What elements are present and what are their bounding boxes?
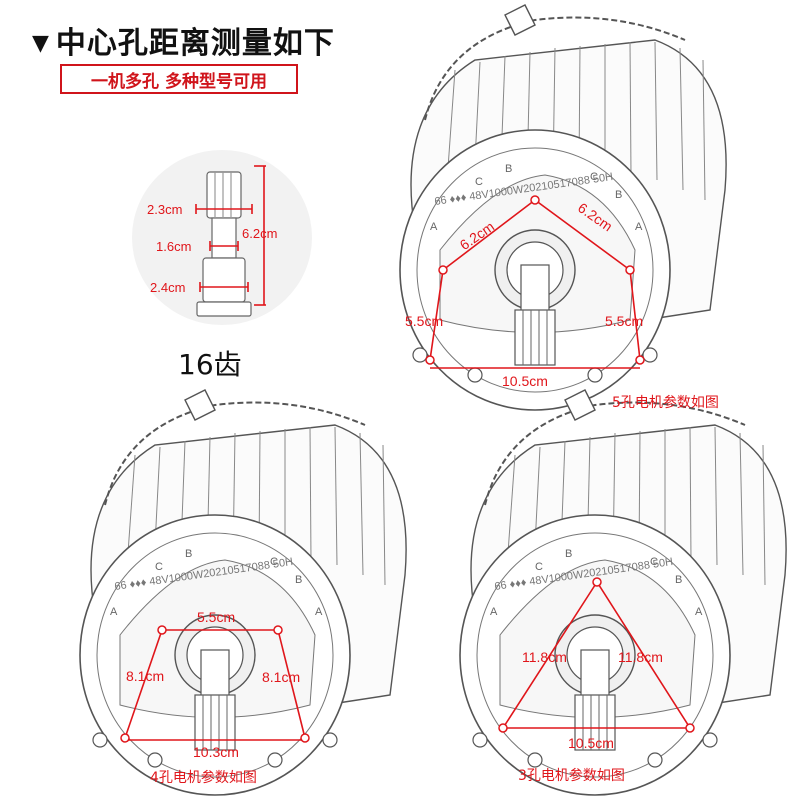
motor-5-caption: 5孔电机参数如图 [612,395,719,411]
motor-4-caption: 4孔电机参数如图 [150,770,257,786]
motor-3-right-label: 11.8cm [618,649,663,665]
shaft-dimension-lines [195,165,266,306]
output-shaft-drawing [196,171,252,317]
shaft-dim-bottom-label: 2.4cm [150,280,185,295]
shaft-dim-mid-label: 1.6cm [156,239,191,254]
motor-5-bottom-label: 10.5cm [502,373,548,389]
motor-4-bottom-label: 10.3cm [193,744,239,760]
motor-5-hole-drawing: 66 ♦♦♦ 48V1000W20210517088 50H [399,4,728,411]
shaft-dim-top-label: 2.3cm [147,202,182,217]
compatibility-badge: 一机多孔 多种型号可用 [60,64,298,94]
motor-5-left-label: 5.5cm [405,313,443,329]
motor-4-dimension-lines [124,629,306,741]
shaft-dim-total-label: 6.2cm [242,226,277,241]
motor-3-holes [498,577,695,733]
motor-4-right-label: 8.1cm [262,669,300,685]
motor-3-hole-drawing: 66 ♦♦♦ 48V1000W20210517088 50H [459,389,788,796]
motor-5-right-label: 5.5cm [605,313,643,329]
page-title-text: 中心孔距离测量如下 [55,26,335,61]
motor-4-hole-drawing: 66 ♦♦♦ 48V1000W20210517088 50H [79,389,408,796]
motor-3-dimension-lines [501,580,692,729]
motor-4-top-label: 5.5cm [197,609,235,625]
motor-4-holes [120,625,310,743]
teeth-count-label: 16齿 [178,348,242,381]
motor-5-holes [425,195,645,365]
motor-3-left-label: 11.8cm [522,649,567,665]
page-title: ▼中心孔距离测量如下 [32,18,335,62]
motor-3-caption: 3孔电机参数如图 [518,768,625,784]
motor-4-left-label: 8.1cm [126,668,164,684]
motor-3-bottom-label: 10.5cm [568,735,614,751]
triangle-marker-icon: ▼ [32,31,50,56]
